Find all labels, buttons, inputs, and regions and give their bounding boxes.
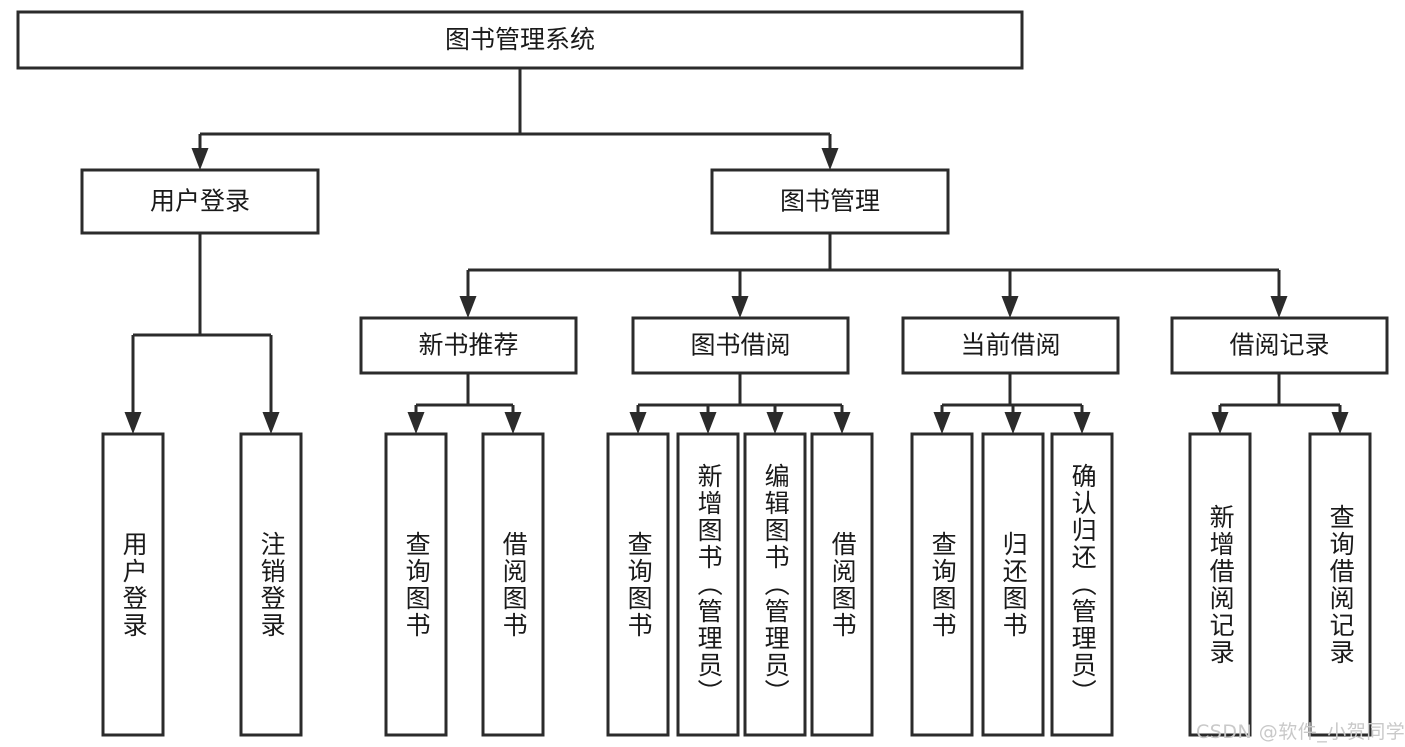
node-label-user-login: 用户登录	[150, 187, 250, 216]
node-label-book-borrow: 图书借阅	[690, 331, 790, 360]
node-box-leaf-query-book-current[interactable]	[910, 432, 974, 737]
node-box-current-borrow[interactable]	[901, 316, 1120, 375]
node-box-root[interactable]	[16, 10, 1024, 70]
node-box-book-borrow[interactable]	[631, 316, 850, 375]
node-label-new-book-recommend: 新书推荐	[418, 331, 518, 360]
node-box-borrow-records[interactable]	[1170, 316, 1389, 375]
arrow-head-user-login-to-leaf1	[124, 412, 142, 434]
arrow-head-records-to-leaf1	[1211, 412, 1229, 434]
node-box-leaf-return-book[interactable]	[981, 432, 1045, 737]
arrow-head-recommend-to-leaf1	[407, 412, 425, 434]
arrow-head-root-to-user-login	[191, 148, 209, 170]
node-box-leaf-logout[interactable]	[239, 432, 303, 737]
arrow-head-bm-to-borrow	[731, 296, 749, 318]
arrow-head-recommend-to-leaf2	[504, 412, 522, 434]
arrow-head-bm-to-current	[1001, 296, 1019, 318]
node-box-leaf-borrow-book[interactable]	[810, 432, 874, 737]
csdn-watermark: CSDN @软件_小贺同学	[1196, 721, 1405, 743]
arrow-head-root-to-book-management	[821, 148, 839, 170]
arrow-head-current-to-leaf1	[933, 412, 951, 434]
node-box-user-login[interactable]	[80, 168, 320, 235]
node-box-leaf-query-borrow-record[interactable]	[1308, 432, 1372, 737]
node-box-leaf-confirm-return-admin[interactable]	[1050, 432, 1114, 737]
node-label-book-management: 图书管理	[780, 187, 880, 216]
node-box-leaf-query-book-borrow[interactable]	[606, 432, 670, 737]
connector-layer	[124, 68, 1349, 434]
node-label-root: 图书管理系统	[445, 25, 595, 54]
arrow-head-records-to-leaf2	[1331, 412, 1349, 434]
arrow-head-current-to-leaf3	[1073, 412, 1091, 434]
arrow-head-borrow-to-leaf2	[699, 412, 717, 434]
node-box-layer	[16, 10, 1389, 737]
node-box-leaf-borrow-book-recommend[interactable]	[481, 432, 545, 737]
node-label-borrow-records: 借阅记录	[1229, 331, 1329, 360]
node-box-book-management[interactable]	[710, 168, 950, 235]
node-box-leaf-add-borrow-record[interactable]	[1188, 432, 1252, 737]
node-label-current-borrow: 当前借阅	[960, 331, 1060, 360]
arrow-head-user-login-to-leaf2	[262, 412, 280, 434]
node-box-leaf-add-book-admin[interactable]	[676, 432, 740, 737]
node-box-leaf-query-book-recommend[interactable]	[384, 432, 448, 737]
arrow-head-current-to-leaf2	[1004, 412, 1022, 434]
node-box-leaf-user-login[interactable]	[101, 432, 165, 737]
arrow-head-borrow-to-leaf4	[833, 412, 851, 434]
arrow-head-borrow-to-leaf3	[766, 412, 784, 434]
arrow-head-bm-to-recommend	[459, 296, 477, 318]
arrow-head-borrow-to-leaf1	[629, 412, 647, 434]
node-box-leaf-edit-book-admin[interactable]	[743, 432, 807, 737]
arrow-head-bm-to-records	[1270, 296, 1288, 318]
node-box-new-book-recommend[interactable]	[359, 316, 578, 375]
